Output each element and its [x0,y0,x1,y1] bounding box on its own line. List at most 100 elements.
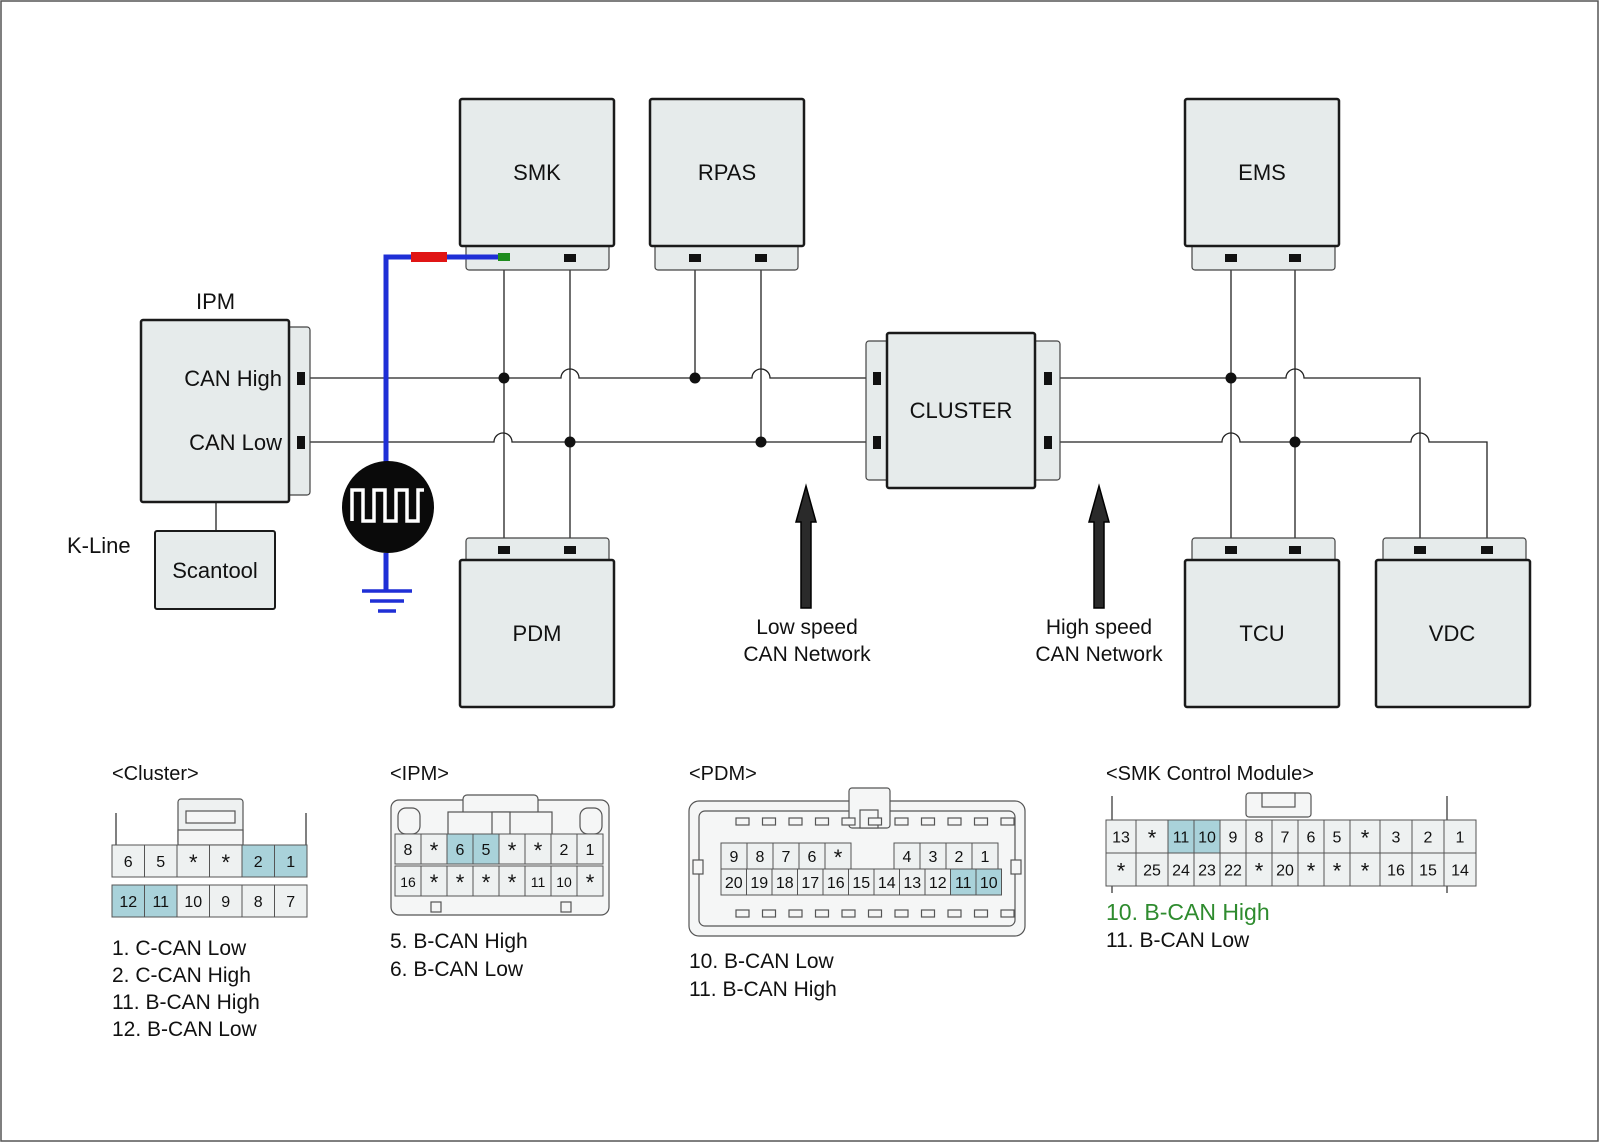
low-speed-label: Low speed [756,616,858,639]
high-speed-network-label: CAN Network [1035,643,1163,666]
connector-pin-label: * [430,870,439,895]
connector-pin-label: * [1361,826,1370,851]
connector-pin-label: 8 [404,842,413,859]
connector-pin-label: 3 [1392,830,1401,847]
connector-legend: 10. B-CAN Low [689,950,835,973]
connector-pin-label: * [1117,859,1126,884]
connector-pin-cell [394,833,422,865]
connector-pin-label: * [1148,826,1157,851]
ground-icon [362,589,412,613]
connector-pin-cell [576,833,604,865]
connector-pin-cell [241,884,275,918]
connector-pin-label: * [189,850,198,875]
connector-pin-label: 5 [1333,830,1342,847]
connector-pin-label: 16 [827,875,845,892]
connector-pin-cell [144,884,178,918]
connector-pin-cell [971,842,999,870]
module-rpas: RPAS [648,97,806,271]
connector-pin-label: 2 [254,854,263,871]
can-low-wire-left [308,432,876,443]
connector-legend: 2. C-CAN High [112,964,251,987]
connector-pin-label: 1 [286,854,295,871]
connector-pin-cell [1271,819,1299,854]
connector-pin-cell [975,868,1002,896]
k-line-label: K-Line [67,533,131,558]
connector-pin-cell [899,868,926,896]
connector-pin-cell [144,844,178,878]
can-high-wire-right [1053,368,1421,547]
connector-pin-label: * [430,838,439,863]
module-tcu: TCU [1183,537,1341,709]
connector-pin-label: 12 [929,875,947,892]
connector-pin-label: 12 [119,894,137,911]
connector-pin-label: * [508,870,517,895]
connector-pin-label: 15 [852,875,870,892]
connector-pin-label: 6 [456,842,465,859]
module-scantool: K-Line Scantool [67,530,276,610]
connector-pin-cell [1135,852,1169,887]
connector-pin-label: 20 [1276,863,1294,880]
connector-pin-label: * [1361,859,1370,884]
connector-pin-label: 18 [776,875,794,892]
connector-pin-cell [1167,819,1195,854]
connector-pin-label: 20 [725,875,743,892]
connector-pin-cell [1167,852,1195,887]
oscilloscope-icon [342,461,434,553]
connector-pin-label: 25 [1143,863,1161,880]
junction-dot [755,436,767,448]
connector-pin-label: 2 [1424,830,1433,847]
connector-pin-cell [524,833,552,865]
connector-pin-label: 16 [1387,863,1405,880]
connector-pin-label: 13 [903,875,921,892]
low-speed-arrow: Low speed CAN Network [743,483,871,666]
connector-pin-label: 10 [184,894,202,911]
connector-pin-cell [873,868,900,896]
connector-pin-cell [394,865,422,897]
connector-pin-label: 3 [929,849,938,866]
module-label: VDC [1429,621,1476,646]
connector-pin-label: 1 [586,842,595,859]
connector-title: <PDM> [689,763,757,785]
connector-pin-cell [1219,852,1247,887]
connector-pin-cell [1323,819,1351,854]
connector-pin-label: 23 [1198,863,1216,880]
connector-pin-cell [498,833,526,865]
connector-pin-label: * [456,870,465,895]
connector-pin-cell [550,833,578,865]
connector-legend: 11. B-CAN High [112,991,260,1014]
connector-pin-cell [498,865,526,897]
junction-dot [498,372,510,384]
module-label: RPAS [698,160,756,185]
connector-legend: 5. B-CAN High [390,930,528,953]
junction-dots [498,372,1301,448]
connector-legend: 6. B-CAN Low [390,958,524,981]
junction-dot [689,372,701,384]
connector-pin-label: * [1307,859,1316,884]
connector-pin-cell [1411,852,1445,887]
junction-dot [564,436,576,448]
connector-pin-cell [241,844,275,878]
up-arrow-icon [1088,483,1110,609]
connector-pin-label: 7 [1281,830,1290,847]
connector-pin-label: * [1255,859,1264,884]
connector-pin-label: 11 [152,894,169,911]
high-speed-label: High speed [1046,616,1152,639]
connector-pin-label: 6 [808,849,817,866]
module-ems: EMS [1183,97,1341,271]
connector-pin-cell [1105,819,1137,854]
connector-title: <IPM> [390,763,449,785]
connector-pin-cell [1443,819,1477,854]
connector-pin-label: 7 [286,894,295,911]
high-speed-arrow: High speed CAN Network [1035,483,1163,666]
can-high-wire-left [308,368,876,379]
connector-pin-label: 5 [482,842,491,859]
low-speed-network-label: CAN Network [743,643,871,666]
connector-pin-label: 8 [254,894,263,911]
connector-pin-label: 9 [221,894,230,911]
connector-pin-cell [420,865,448,897]
can-high-label: CAN High [184,366,282,391]
